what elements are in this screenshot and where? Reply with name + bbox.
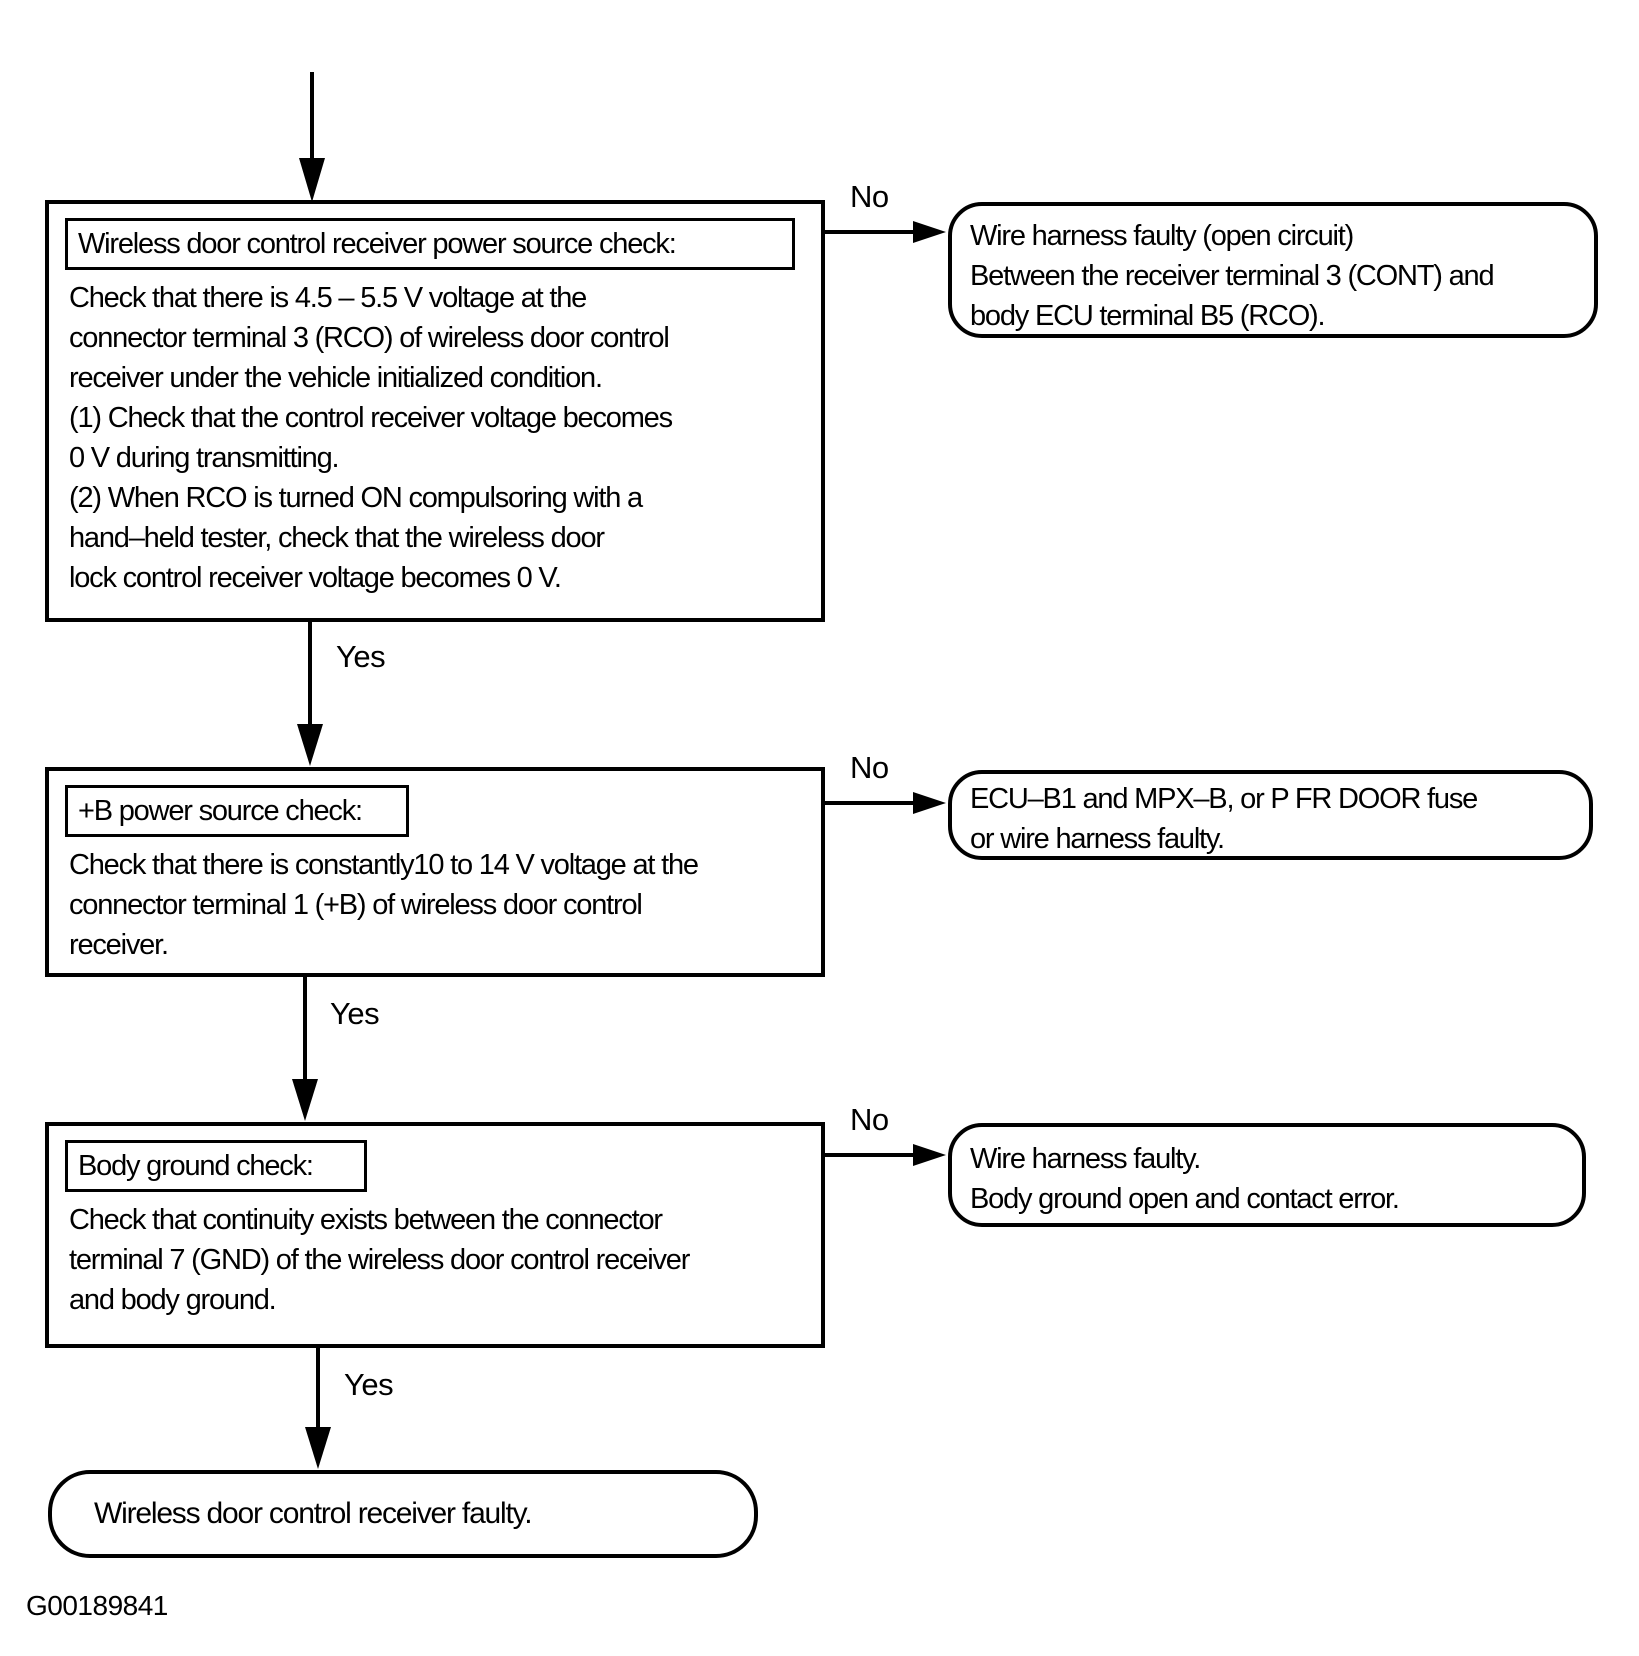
final-result-text: Wireless door control receiver faulty. xyxy=(94,1497,533,1530)
no-arrow-1 xyxy=(825,221,946,243)
step-1-body: Check that there is 4.5 – 5.5 V voltage … xyxy=(69,282,673,594)
step-1-title: Wireless door control receiver power sou… xyxy=(65,218,795,270)
step-1-box: Wireless door control receiver power sou… xyxy=(45,200,825,622)
step-3-title: Body ground check: xyxy=(65,1140,367,1192)
yes-label-3: Yes xyxy=(344,1367,394,1402)
yes-arrow-3 xyxy=(305,1348,331,1469)
entry-arrow xyxy=(299,72,325,202)
yes-label-2: Yes xyxy=(330,996,380,1031)
result-box-3: Wire harness faulty. Body ground open an… xyxy=(948,1123,1586,1227)
step-3-body: Check that continuity exists between the… xyxy=(69,1204,690,1316)
figure-id: G00189841 xyxy=(26,1590,168,1621)
no-arrow-2 xyxy=(825,792,946,814)
step-2-box: +B power source check: Check that there … xyxy=(45,767,825,977)
step-2-body: Check that there is constantly10 to 14 V… xyxy=(69,849,699,961)
yes-arrow-2 xyxy=(292,977,318,1121)
step-3-box: Body ground check: Check that continuity… xyxy=(45,1122,825,1348)
yes-arrow-1 xyxy=(297,622,323,766)
no-label-3: No xyxy=(850,1102,889,1137)
no-arrow-3 xyxy=(825,1144,946,1166)
step-2-title: +B power source check: xyxy=(65,785,409,837)
final-result-box: Wireless door control receiver faulty. xyxy=(48,1470,758,1558)
result-box-2: ECU–B1 and MPX–B, or P FR DOOR fuse or w… xyxy=(948,770,1593,860)
result-box-1: Wire harness faulty (open circuit) Betwe… xyxy=(948,202,1598,338)
yes-label-1: Yes xyxy=(336,639,386,674)
no-label-1: No xyxy=(850,179,889,214)
no-label-2: No xyxy=(850,750,889,785)
